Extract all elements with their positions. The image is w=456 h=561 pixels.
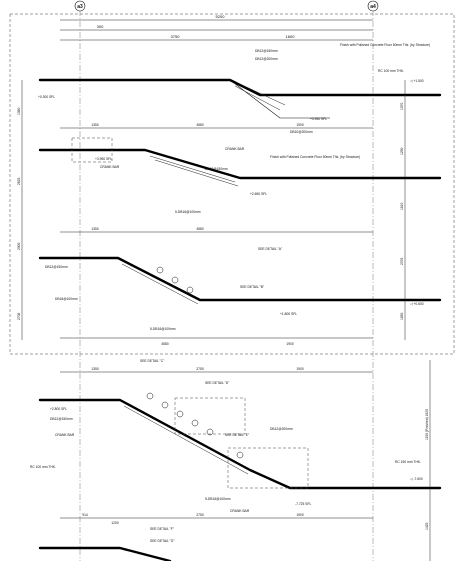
dim-bot-4: 1900	[296, 513, 304, 517]
right-dimensions: 1070 1250 1810 2376 1850 1100 (Finished)…	[400, 80, 431, 561]
dim-f4-2: 2750	[196, 367, 204, 371]
dim-left-4: 2708	[17, 312, 21, 320]
dim-f2-2: 4580	[196, 123, 204, 127]
detail-box-1	[174, 397, 246, 435]
grid-label-right: a4	[370, 4, 376, 10]
flight-2: 1350 4580 1900 Finish with Polished Conc…	[38, 123, 442, 214]
level-left-top: +0.300 SFL	[38, 95, 55, 99]
dim-right-5: 1850	[400, 312, 404, 320]
bar-label-2b: 5-DB16@100mm	[175, 210, 201, 214]
dim-f2-1: 1350	[91, 123, 99, 127]
dim-top-seg-2: 3750	[171, 34, 181, 39]
rc-note-1: RC 100 mm THK.	[378, 69, 404, 73]
crank-label-1: CRANK BAR	[225, 147, 245, 151]
bar-label-1b: DB12@200mm	[255, 57, 278, 61]
see-detail-a: SEE DETAIL "A"	[258, 247, 283, 251]
left-dimensions: 1080 2625 2000 2708	[17, 80, 23, 340]
finish-note-1: Finish with Polished Concrete Floor 50mm…	[340, 43, 430, 47]
bar-label-1c: DB10@200mm	[290, 130, 313, 134]
dim-f4-1: 1350	[91, 367, 99, 371]
rc-note-3: RC 150 mm THK.	[395, 460, 421, 464]
level-lower: ◁ +0.600	[410, 302, 424, 306]
level-fl1: +3.950 SFL	[310, 117, 327, 121]
detail-box-3	[71, 137, 113, 163]
dim-left-3: 2000	[17, 242, 21, 250]
bar-label-4c: 5-DB16@100mm	[205, 497, 231, 501]
bar-label-3c: 5-DB16@100mm	[150, 327, 176, 331]
dim-f3-1: 1350	[91, 227, 99, 231]
finish-note-2: Finish with Polished Concrete Floor 50mm…	[270, 155, 360, 159]
level-bottom: ◁ -7.600	[410, 477, 423, 481]
top-dimension: 5200 300 3750 1600	[60, 14, 373, 41]
dim-top-seg-1: 300	[97, 24, 104, 29]
bar-label-3b: DB16@100mm	[55, 297, 78, 301]
dim-right-3: 1810	[400, 202, 404, 210]
level-top: ◁ +1.500	[410, 79, 424, 83]
flight-3: 1350 4580 SEE DETAIL "A" SEE DETAIL "B" …	[38, 227, 442, 346]
callout-markers	[146, 266, 244, 459]
detail-box-2	[227, 447, 309, 489]
dim-f3-low-2: 1900	[286, 342, 294, 346]
dim-left-2: 2625	[17, 177, 21, 185]
dim-f3-2: 4580	[196, 227, 204, 231]
dim-bot-1: 914	[82, 513, 88, 517]
rc-note-2: RC 100 mm THK.	[30, 465, 56, 469]
flight-1: Finish with Polished Concrete Floor 50mm…	[38, 43, 442, 151]
dim-left-1: 1080	[17, 107, 21, 115]
level-fl3: +1.800 SFL	[280, 312, 297, 316]
dim-f2-3: 1900	[296, 123, 304, 127]
dim-bot-3: 2750	[196, 513, 204, 517]
crank-label-4b: CRANK BAR	[230, 509, 250, 513]
see-detail-g: SEE DETAIL "G"	[150, 539, 175, 543]
level-fl2: +3.950 SFL	[95, 157, 112, 161]
level-fl2b: +2.650 SFL	[250, 192, 267, 196]
bar-label-4b: DB12@200mm	[270, 427, 293, 431]
see-detail-f: SEE DETAIL "F"	[150, 527, 175, 531]
grid-line-right: a4	[367, 0, 379, 561]
dim-right-4: 2376	[400, 257, 404, 265]
see-detail-e: SEE DETAIL "E"	[225, 433, 250, 437]
crank-label-4: CRANK BAR	[55, 433, 75, 437]
grid-line-left: a3	[74, 0, 86, 561]
dim-right-2: 1250	[400, 147, 404, 155]
bar-label-2a: DB12@150mm	[205, 167, 228, 171]
level-fl4b: -7.725 SFL	[295, 502, 311, 506]
grid-label-left: a3	[77, 4, 83, 10]
dim-top-seg-3: 1600	[286, 34, 296, 39]
see-detail-b: SEE DETAIL "B"	[240, 285, 265, 289]
bar-label-4a: DB12@150mm	[50, 417, 73, 421]
see-detail-c: SEE DETAIL "C"	[140, 359, 165, 363]
flight-4: 1350 2750 1900 SEE DETAIL "C" SEE DETAIL…	[30, 359, 442, 513]
crank-label-2: CRANK BAR	[100, 165, 120, 169]
dim-top-total: 5200	[216, 14, 226, 19]
dim-f3-low-1: 4580	[161, 342, 169, 346]
section-boundary	[9, 13, 455, 355]
level-fl4: +2.800 SFL	[50, 407, 67, 411]
bar-label-1a: DB12@150mm	[255, 49, 278, 53]
dim-bot-2: 1200	[111, 521, 119, 525]
bottom-dimension: 914 1200 2750 1900 SEE DETAIL "F" SEE DE…	[38, 513, 373, 561]
bar-label-3a: DB12@150mm	[45, 265, 68, 269]
dim-f4-3: 1900	[296, 367, 304, 371]
dim-right-short: 1425	[425, 522, 429, 530]
see-detail-d: SEE DETAIL "D"	[205, 381, 230, 385]
dim-right-1: 1070	[400, 102, 404, 110]
dim-right-long: 1100 (Finished) 1920	[425, 409, 429, 440]
